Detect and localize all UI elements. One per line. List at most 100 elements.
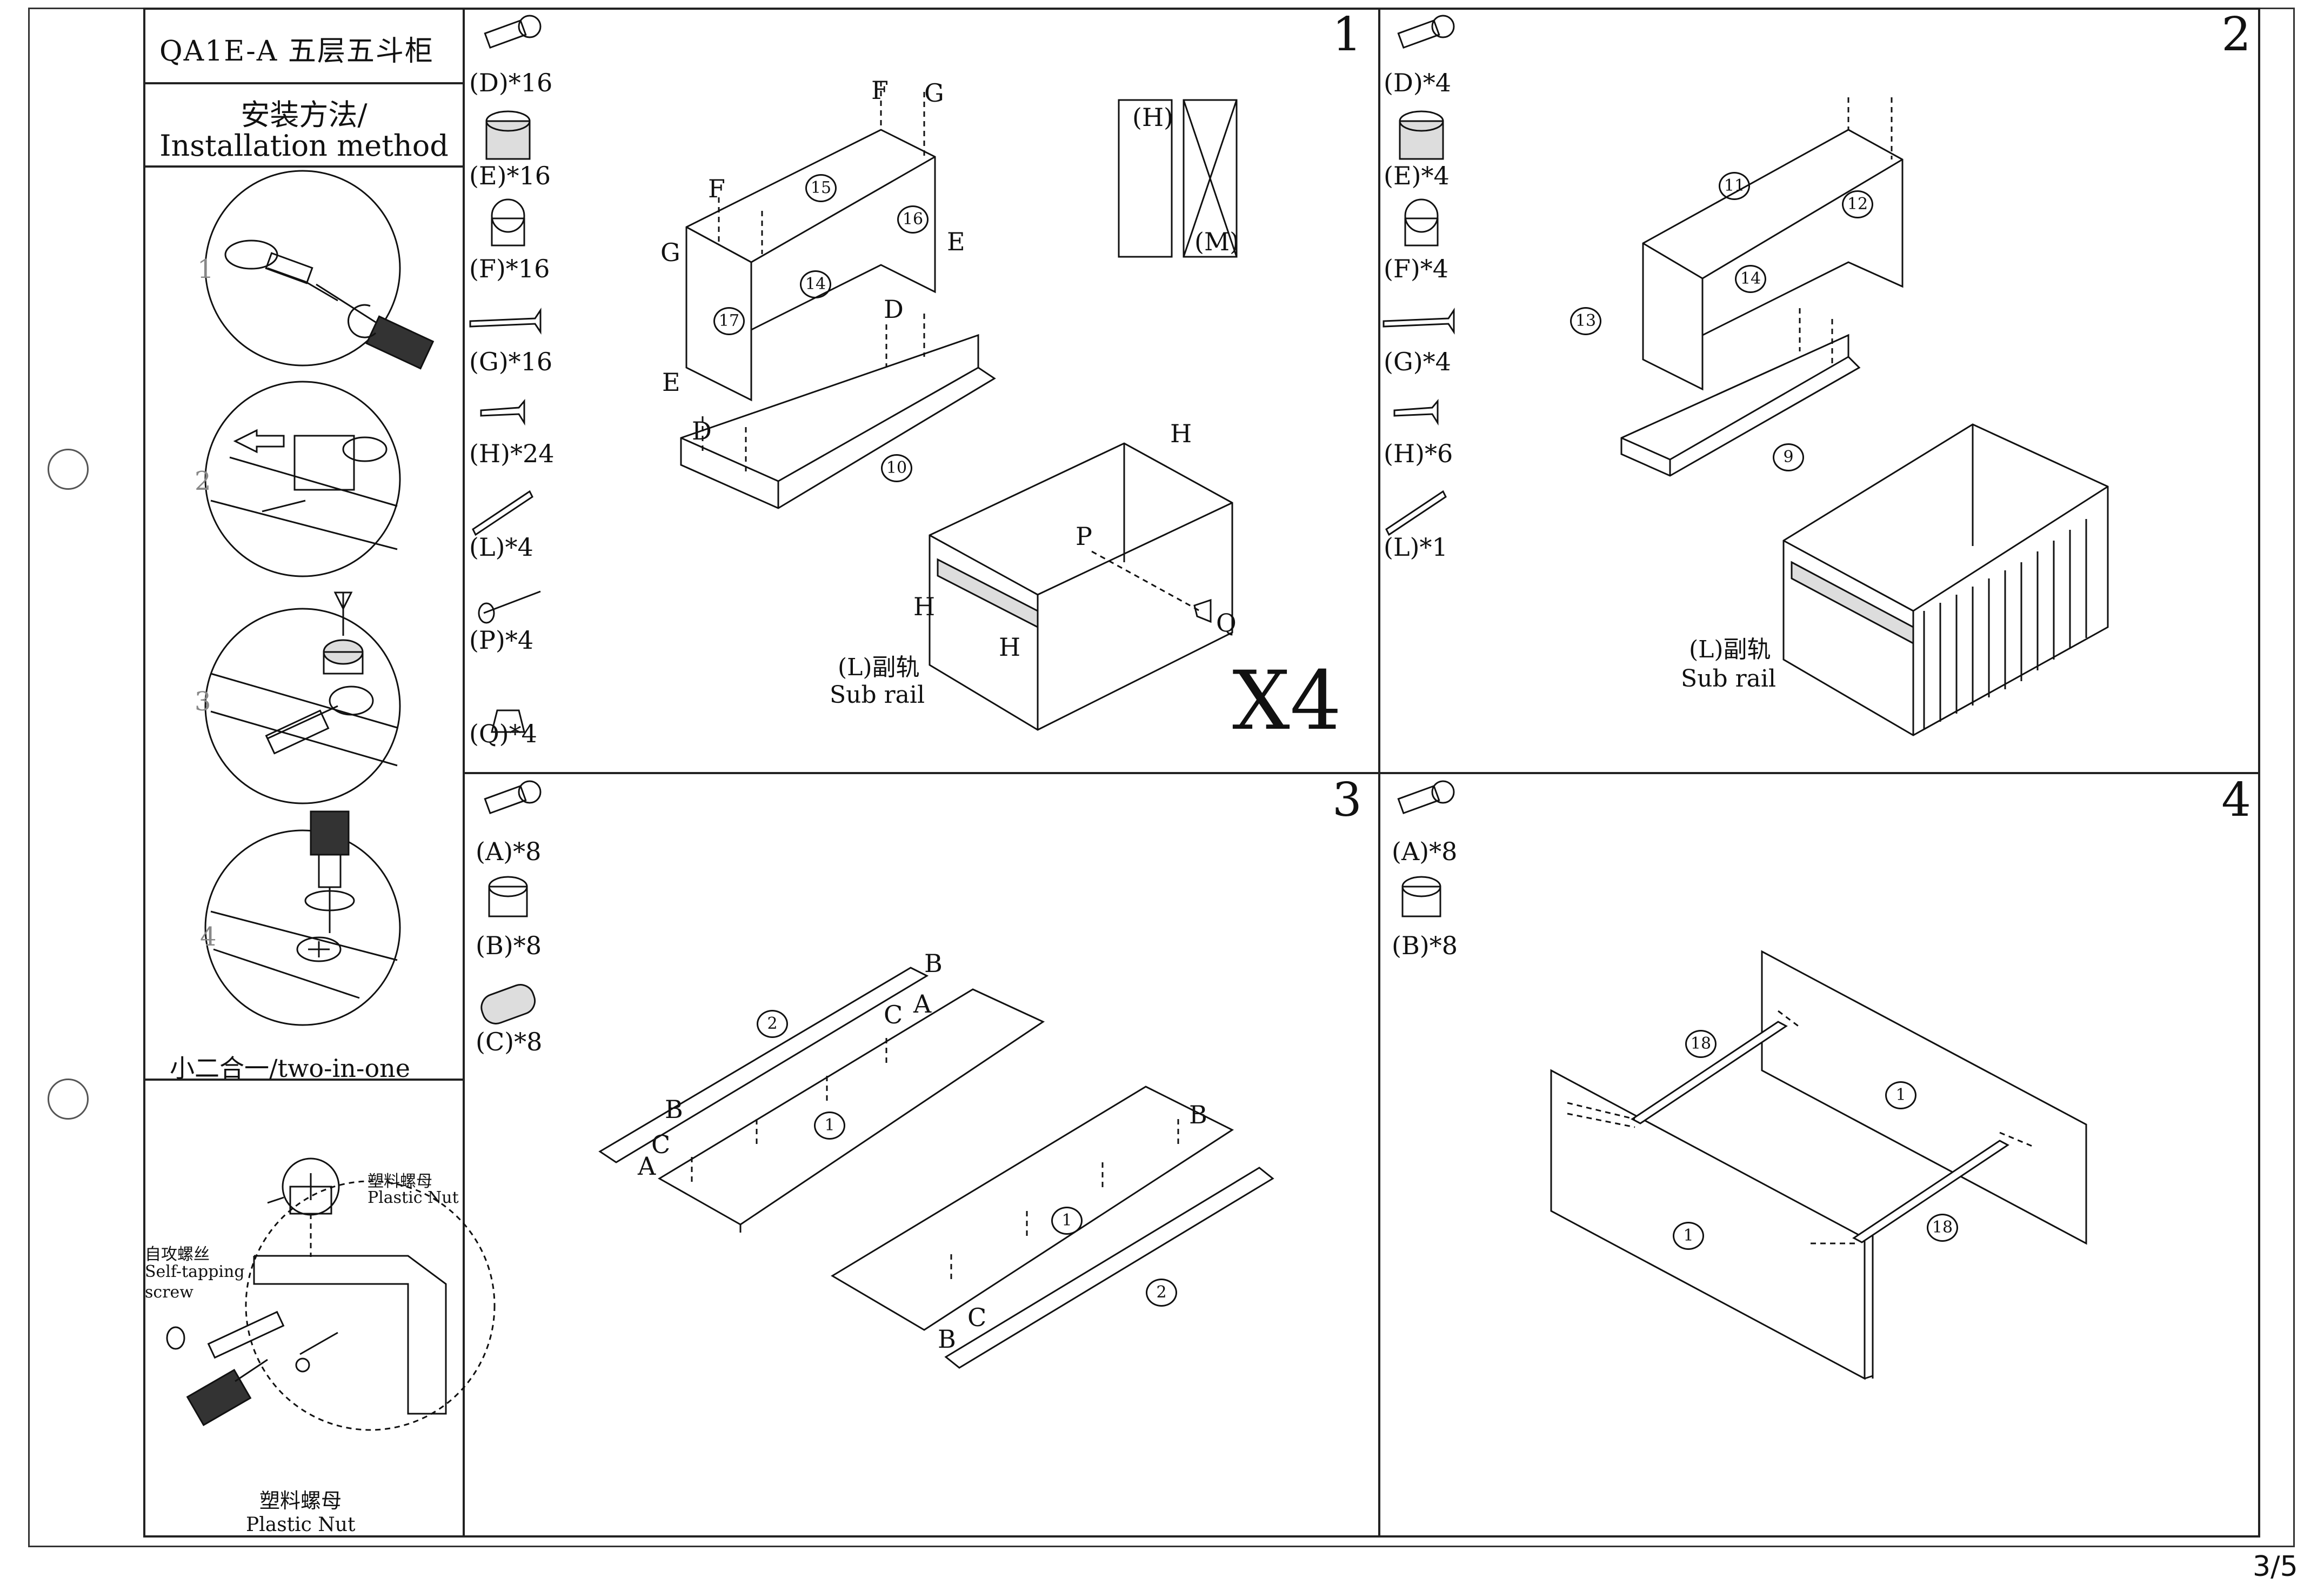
step-3-parts-icons bbox=[480, 780, 542, 1024]
plastic-nut-label-cn: 塑料螺母 bbox=[368, 1172, 432, 1191]
screw-label-en-1: Self-tapping bbox=[145, 1262, 245, 1281]
step1-letter-H2: H bbox=[913, 592, 936, 621]
step4-part-B: (B)*8 bbox=[1392, 931, 1458, 960]
step3-letter-C2: C bbox=[651, 1130, 671, 1159]
page-number: 3/5 bbox=[2253, 1550, 2298, 1583]
step1-multiplier: X4 bbox=[1232, 654, 1342, 748]
plastic-nut-bottom-en: Plastic Nut bbox=[246, 1514, 356, 1536]
step1-part-F: (F)*16 bbox=[469, 254, 550, 283]
step1-letter-F: F bbox=[871, 76, 889, 105]
step1-letter-E2: E bbox=[662, 368, 680, 397]
step3-panel-1b: 1 bbox=[1051, 1207, 1083, 1235]
step3-letter-B: B bbox=[924, 949, 943, 978]
install-step-1-num: 1 bbox=[197, 254, 214, 284]
step1-panel-17: 17 bbox=[713, 307, 745, 335]
step4-panel-18b: 18 bbox=[1927, 1214, 1958, 1242]
install-method-diagram bbox=[204, 170, 435, 1026]
step1-letter-E: E bbox=[947, 227, 965, 256]
step1-panel-14: 14 bbox=[800, 270, 831, 298]
step1-part-G: (G)*16 bbox=[469, 347, 553, 376]
step-2-parts-icons bbox=[1383, 15, 1455, 536]
screw-label-en-2: screw bbox=[145, 1283, 193, 1302]
step1-part-E: (E)*16 bbox=[469, 161, 551, 190]
step3-letter-C3: C bbox=[967, 1303, 987, 1332]
step1-screw-no: (M) bbox=[1194, 227, 1239, 256]
step3-letter-C: C bbox=[884, 1000, 903, 1029]
step3-letter-A: A bbox=[913, 989, 932, 1019]
step-1-parts-icons bbox=[469, 15, 542, 733]
step2-panel-12: 12 bbox=[1842, 190, 1873, 218]
step1-letter-H: H bbox=[1170, 419, 1192, 448]
step1-part-Q: (Q)*4 bbox=[469, 719, 537, 748]
install-step-2-num: 2 bbox=[195, 466, 211, 496]
step1-letter-H3: H bbox=[999, 633, 1021, 662]
step3-part-B: (B)*8 bbox=[476, 931, 542, 960]
step3-letter-A2: A bbox=[638, 1152, 656, 1181]
step3-letter-B3: B bbox=[1189, 1100, 1207, 1129]
step-3-number: 3 bbox=[1332, 773, 1362, 827]
step1-letter-Q: Q bbox=[1216, 608, 1237, 637]
grid-divider-horizontal bbox=[465, 772, 2260, 774]
two-in-one-caption: 小二合一/two-in-one bbox=[170, 1054, 411, 1083]
step1-part-L: (L)*4 bbox=[469, 533, 533, 562]
step3-part-A: (A)*8 bbox=[476, 837, 542, 866]
step2-part-F: (F)*4 bbox=[1384, 254, 1449, 283]
step3-panel-1a: 1 bbox=[814, 1112, 845, 1140]
step3-panel-2a: 2 bbox=[757, 1010, 788, 1038]
step3-letter-B4: B bbox=[938, 1325, 956, 1354]
step-2-carcass-diagram bbox=[1620, 97, 2109, 736]
step1-part-H: (H)*24 bbox=[469, 439, 555, 468]
step-3-assembly-diagram bbox=[598, 967, 1274, 1369]
step4-part-A: (A)*8 bbox=[1392, 837, 1458, 866]
step3-part-C: (C)*8 bbox=[476, 1027, 543, 1056]
step1-subrail-cn: (L)副轨 bbox=[838, 654, 920, 681]
install-heading-en: Installation method bbox=[159, 129, 449, 163]
step1-panel-16: 16 bbox=[897, 205, 929, 234]
step1-panel-10: 10 bbox=[881, 454, 912, 482]
step-2-number: 2 bbox=[2221, 8, 2251, 62]
install-heading-cn: 安装方法/ bbox=[241, 98, 368, 132]
install-step-4-num: 4 bbox=[200, 922, 217, 952]
step1-part-D: (D)*16 bbox=[469, 68, 553, 97]
plastic-nut-diagram bbox=[166, 1157, 496, 1431]
step3-panel-2b: 2 bbox=[1146, 1279, 1177, 1307]
step1-letter-G2: G bbox=[660, 238, 680, 267]
step1-letter-P: P bbox=[1076, 522, 1092, 551]
step1-letter-G: G bbox=[924, 78, 944, 108]
binder-hole-bottom bbox=[48, 1079, 89, 1120]
step1-part-P: (P)*4 bbox=[469, 625, 534, 655]
step2-part-G: (G)*4 bbox=[1384, 347, 1451, 376]
instructions-column bbox=[143, 8, 465, 1538]
step1-letter-D: D bbox=[884, 295, 904, 324]
step1-letter-D2: D bbox=[692, 416, 712, 445]
install-step-3-num: 3 bbox=[195, 687, 211, 717]
step4-panel-18a: 18 bbox=[1685, 1030, 1717, 1058]
step1-letter-F2: F bbox=[708, 174, 725, 203]
step2-panel-14: 14 bbox=[1735, 265, 1766, 293]
step1-subrail-en: Sub rail bbox=[830, 681, 925, 709]
step-1-number: 1 bbox=[1332, 8, 1362, 62]
step2-part-E: (E)*4 bbox=[1384, 161, 1450, 190]
step2-part-H: (H)*6 bbox=[1384, 439, 1453, 468]
step2-part-L: (L)*1 bbox=[1384, 533, 1448, 562]
step2-panel-11: 11 bbox=[1719, 172, 1750, 200]
step1-screw-ok: (H) bbox=[1132, 103, 1174, 132]
step-4-assembly-diagram bbox=[1550, 950, 2087, 1380]
plastic-nut-label-en: Plastic Nut bbox=[368, 1188, 459, 1207]
screw-label-cn: 自攻螺丝 bbox=[145, 1245, 210, 1264]
step-1-carcass-diagram bbox=[680, 81, 1238, 731]
step2-panel-9: 9 bbox=[1773, 443, 1804, 471]
step4-panel-1b: 1 bbox=[1673, 1222, 1704, 1250]
step2-subrail-cn: (L)副轨 bbox=[1689, 636, 1771, 663]
step1-panel-15: 15 bbox=[805, 174, 837, 202]
step2-part-D: (D)*4 bbox=[1384, 68, 1452, 97]
binder-hole-top bbox=[48, 449, 89, 490]
step-4-number: 4 bbox=[2221, 773, 2251, 827]
step2-subrail-en: Sub rail bbox=[1681, 665, 1777, 693]
step4-panel-1a: 1 bbox=[1885, 1081, 1916, 1109]
plastic-nut-bottom-cn: 塑料螺母 bbox=[259, 1489, 342, 1513]
model-title: QA1E-A 五层五斗柜 bbox=[159, 35, 434, 68]
step2-panel-13: 13 bbox=[1570, 307, 1601, 335]
step-4-parts-icons bbox=[1397, 780, 1455, 917]
step3-letter-B2: B bbox=[665, 1095, 683, 1124]
